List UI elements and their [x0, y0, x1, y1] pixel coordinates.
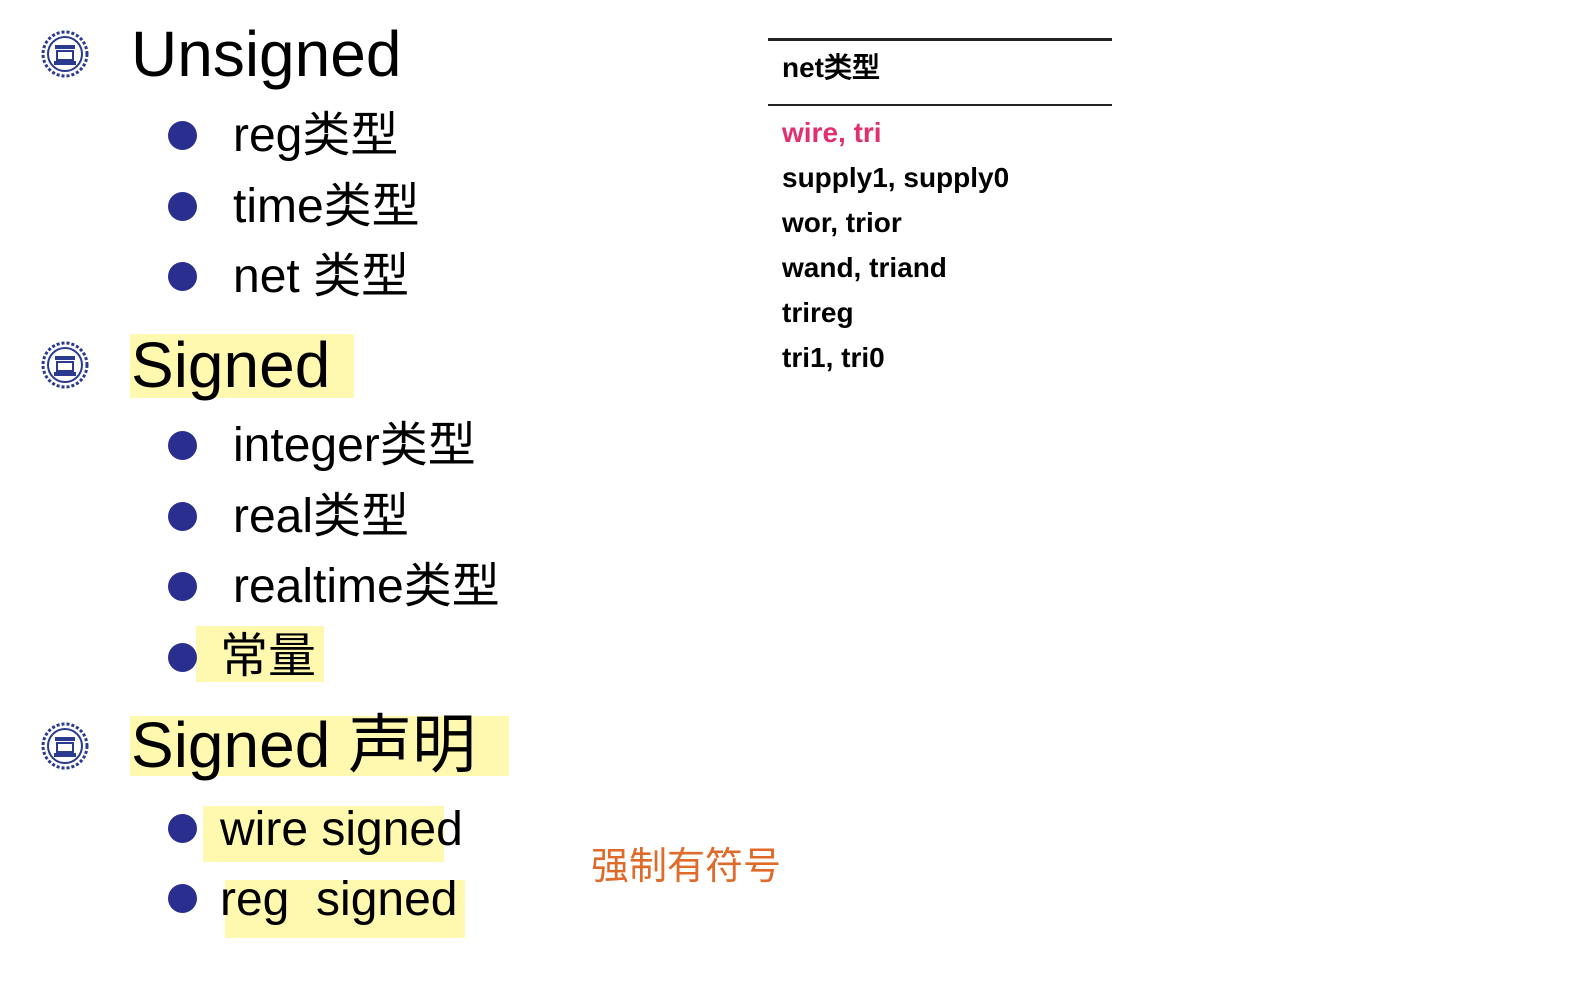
bullet-dot-icon: [168, 572, 197, 601]
bullet-dot-icon: [168, 502, 197, 531]
university-emblem-icon: [41, 30, 89, 78]
section-heading-signed-declaration: Signed 声明: [131, 709, 477, 781]
highlight-box: [130, 334, 354, 398]
list-item: wire signed: [220, 803, 463, 856]
list-item: reg类型: [233, 109, 399, 162]
section-heading-signed: Signed: [131, 329, 331, 401]
bullet-dot-icon: [168, 121, 197, 150]
list-item: realtime类型: [233, 560, 500, 613]
bullet-dot-icon: [168, 643, 197, 672]
table-row: wor, trior: [782, 207, 902, 238]
table-top-rule: [768, 38, 1112, 41]
bullet-dot-icon: [168, 192, 197, 221]
bullet-dot-icon: [168, 431, 197, 460]
list-item: time类型: [233, 180, 420, 233]
list-item: net 类型: [233, 250, 410, 303]
table-row: trireg: [782, 297, 854, 328]
table-header-rule: [768, 104, 1112, 106]
highlight-box: [130, 716, 509, 776]
table-row: wand, triand: [782, 252, 947, 283]
university-emblem-icon: [41, 722, 89, 770]
list-item: real类型: [233, 490, 410, 543]
list-item: reg signed: [220, 873, 458, 926]
bullet-dot-icon: [168, 262, 197, 291]
section-heading-unsigned: Unsigned: [131, 18, 402, 90]
list-item: integer类型: [233, 419, 476, 472]
highlight-box: [225, 880, 465, 938]
table-row-highlighted: wire, tri: [782, 117, 882, 148]
highlight-box: [203, 806, 444, 862]
annotation-note: 强制有符号: [591, 844, 782, 888]
table-row: tri1, tri0: [782, 342, 885, 373]
highlight-box: [196, 626, 324, 682]
bullet-dot-icon: [168, 884, 197, 913]
table-header: net类型: [782, 52, 881, 83]
table-row: supply1, supply0: [782, 162, 1010, 193]
university-emblem-icon: [41, 341, 89, 389]
bullet-dot-icon: [168, 814, 197, 843]
list-item: 常量: [220, 630, 317, 683]
